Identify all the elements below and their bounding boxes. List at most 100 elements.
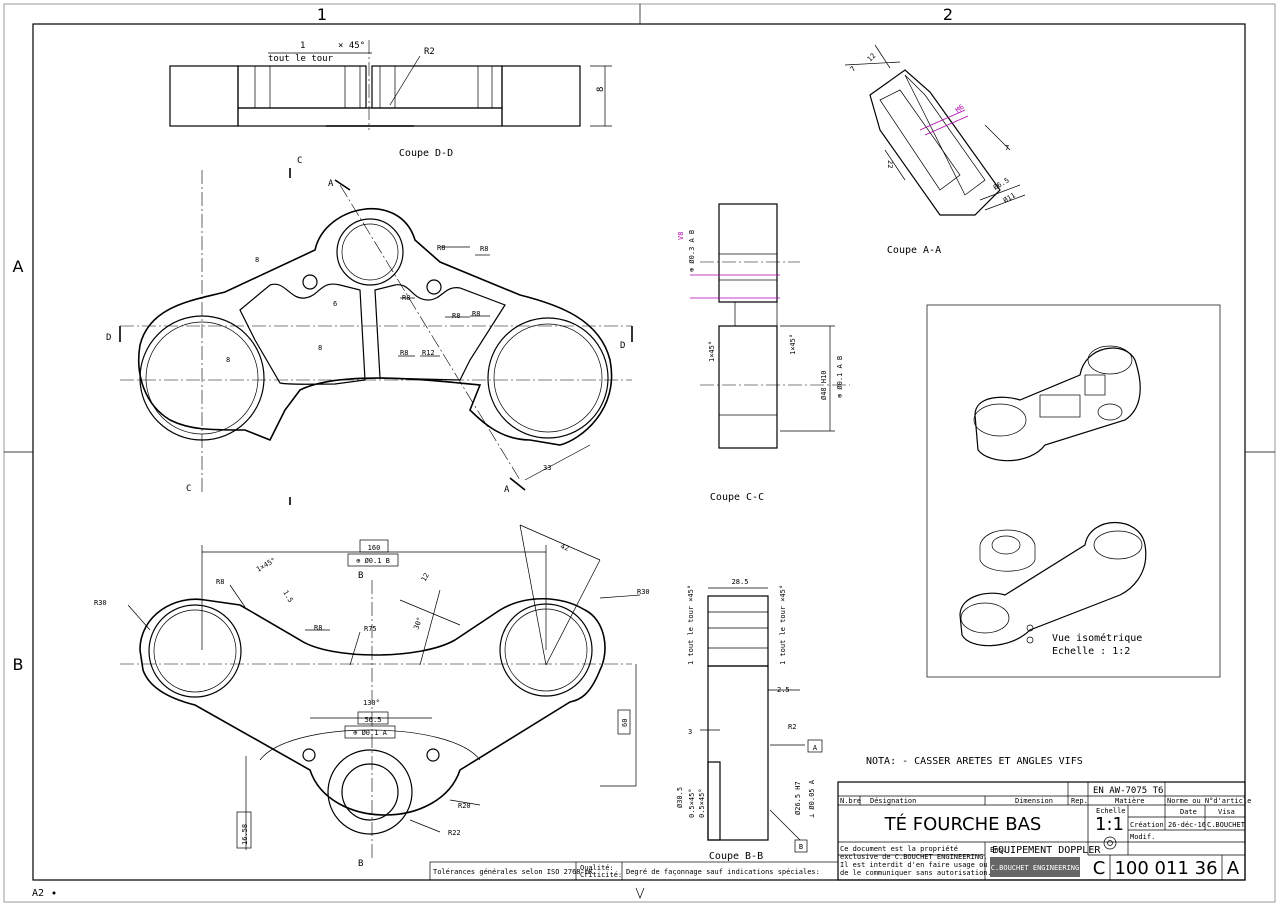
tb-faconnage: Degré de façonnage sauf indications spéc… (626, 868, 820, 876)
tb-col-nbre: N.bre (840, 797, 861, 805)
section-letter-a-bottom: A (504, 485, 510, 495)
tb-creation-visa: C.BOUCHET (1207, 821, 1246, 829)
tb-company: C.BOUCHET ENGINEERING (991, 864, 1080, 872)
tb-modif-label: Modif. (1130, 833, 1155, 841)
aa-dim-7b: 7 (1005, 144, 1009, 152)
bb-chamfer-around-1: 1 tout le tour ×45° (687, 585, 695, 665)
view-isometric (926, 304, 1221, 678)
bot-dim-160: 160 (368, 544, 381, 552)
section-letter-a-top: A (328, 179, 334, 189)
tb-col-norme: Norme ou N°d'article (1167, 797, 1251, 805)
section-letter-c-bottom: C (186, 484, 191, 494)
zone-label-2: 2 (943, 5, 953, 24)
top-wall-8-b: 8 (226, 356, 230, 364)
cc-thread-v8: V8 (677, 232, 685, 240)
bb-dim-d30-5: Ø30.5 (676, 787, 684, 808)
bb-perp-tolerance: ⊥ Ø0.05 A (808, 779, 816, 818)
section-letter-d-right: D (620, 341, 625, 351)
aa-dim-22: 22 (886, 160, 894, 168)
tb-part-title: TÉ FOURCHE BAS (884, 813, 1042, 835)
iso-view-scale: Echelle : 1:2 (1052, 646, 1130, 657)
view-coupe-cc (690, 203, 850, 449)
bot-radius-r30-b: R30 (637, 588, 650, 596)
bot-dim-16-58-box (236, 811, 252, 849)
tb-ensemble-prefix: Ens. (990, 846, 1007, 854)
sheet-format: A2 (32, 888, 44, 899)
top-radius-r12: R12 (422, 349, 435, 357)
top-dim-33: 33 (543, 464, 551, 472)
tb-property-note-3: Il est interdit d'en faire usage ou (840, 861, 988, 869)
top-radius-r8-e: R8 (472, 310, 480, 318)
title-block (429, 781, 1246, 881)
bot-dim-60: 60 (621, 719, 629, 727)
view-coupe-dd (169, 40, 612, 130)
bot-dim-56-5-box (357, 711, 389, 725)
zone-label-b: B (13, 655, 24, 674)
bot-angle-130: 130° (363, 699, 380, 707)
tb-creation-label: Création (1130, 821, 1164, 829)
title-coupe-aa: Coupe A-A (887, 245, 941, 256)
tb-date-label: Date (1180, 808, 1197, 816)
dd-chamfer-value: 1 (300, 41, 305, 51)
cc-chamfer-1: 1×45° (708, 341, 716, 362)
tb-col-dimension: Dimension (1015, 797, 1053, 805)
bb-dim-2-5: 2.5 (777, 686, 790, 694)
view-coupe-aa (844, 44, 1026, 216)
aa-thread-m6: M6 (954, 103, 966, 115)
bb-bore-d26-5: Ø26.5 H7 (794, 781, 802, 815)
tb-ensemble: EQUIPEMENT DOPPLER (992, 845, 1101, 856)
format-dot (52, 891, 56, 895)
tb-property-note-1: Ce document est la propriété (840, 845, 958, 853)
dd-thickness-8: 8 (596, 87, 606, 92)
bot-radius-r20: R20 (458, 802, 471, 810)
bot-dim-160-box (359, 539, 389, 553)
top-radius-r8-a: R8 (437, 244, 445, 252)
tb-col-matiere: Matière (1115, 797, 1145, 805)
tb-visa-label: Visa (1218, 808, 1235, 816)
bot-angle-30: 30° (412, 616, 424, 631)
view-top-plan (119, 168, 633, 505)
bb-datum-a-box (807, 739, 823, 753)
tb-property-note-2: exclusive de C.BOUCHET ENGINEERING. (840, 853, 988, 861)
cc-chamfer-2: 1×45° (789, 334, 797, 355)
bb-dim-3: 3 (688, 728, 692, 736)
tb-material-code: EN AW-7075 T6 (1093, 786, 1163, 796)
tb-criticite: Criticité: (580, 871, 622, 879)
dd-chamfer-unit: × 45° (338, 41, 365, 51)
tb-property-note-4: de le communiquer sans autorisation. (840, 869, 992, 877)
title-coupe-bb: Coupe B-B (709, 851, 763, 862)
bb-chamfer-around-2: 1 tout le tour ×45° (779, 585, 787, 665)
tb-col-designation: Désignation (870, 797, 916, 805)
top-wall-6: 6 (333, 300, 337, 308)
title-coupe-dd: Coupe D-D (399, 148, 453, 159)
top-wall-8-c: 8 (318, 344, 322, 352)
tb-tolerances: Tolérances générales selon ISO 2768 mK (433, 868, 594, 876)
section-letter-b-top: B (358, 571, 363, 581)
bb-chamfer-0-5-b: 0.5×45° (698, 788, 706, 818)
sheet-border (3, 3, 1276, 903)
bot-radius-r22: R22 (448, 829, 461, 837)
aa-dim-7: 7 (849, 65, 858, 74)
view-coupe-bb (700, 587, 805, 841)
tb-scale: 1:1 (1095, 814, 1124, 835)
bot-dim-16-58: 16.58 (241, 824, 249, 845)
bot-radius-r8-b: R8 (314, 624, 322, 632)
top-radius-r8-d: R8 (452, 312, 460, 320)
bot-radius-r75: R75 (364, 625, 377, 633)
top-radius-r8-c: R8 (402, 294, 410, 302)
bot-position-tolerance-1: ⊕ Ø0.1 B (356, 557, 390, 565)
cc-position-tolerance-2: ⊕ Ø0.1 A B (836, 356, 844, 398)
bb-datum-a: A (813, 744, 818, 752)
top-wall-8-a: 8 (255, 256, 259, 264)
title-coupe-cc: Coupe C-C (710, 492, 764, 503)
aa-dim-12: 12 (866, 52, 878, 64)
dd-chamfer-around: tout le tour (268, 54, 334, 64)
bb-dim-28-5: 28.5 (732, 578, 749, 586)
bot-dim-12: 12 (420, 572, 431, 583)
tb-col-rep: Rep. (1071, 797, 1088, 805)
bot-pos-tol-2-box (344, 725, 396, 739)
tb-doc-prefix: C (1093, 858, 1106, 879)
bot-dim-42: 42 (559, 542, 570, 552)
zone-label-a: A (13, 257, 24, 276)
